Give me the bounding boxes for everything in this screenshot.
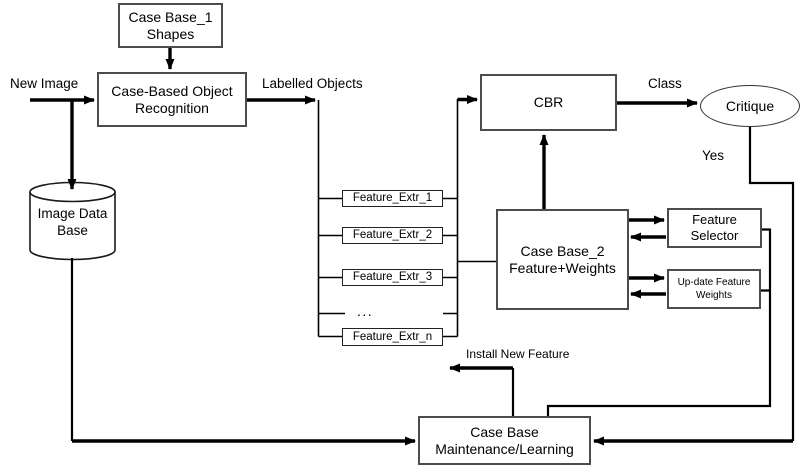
class-label: Class xyxy=(648,76,682,91)
case-base-1-line2: Shapes xyxy=(146,25,195,42)
yes-label: Yes xyxy=(702,148,725,163)
image-db-line2: Base xyxy=(57,223,88,238)
critique-label: Critique xyxy=(725,97,775,114)
recognition-line1: Case-Based Object xyxy=(111,82,233,99)
cbr-label: CBR xyxy=(533,94,564,110)
thin-connectors xyxy=(317,99,496,338)
update-weights-line1: Up-date Feature xyxy=(677,277,751,288)
case-base-1-node: Case Base_1 Shapes xyxy=(118,3,223,48)
recognition-line2: Recognition xyxy=(135,99,209,116)
case-base-2-line2: Feature+Weights xyxy=(509,259,616,276)
case-base-2-line1: Case Base_2 xyxy=(520,242,605,259)
feature-extr-2-box: Feature_Extr_2 xyxy=(342,227,443,244)
maintenance-line1: Case Base xyxy=(470,423,539,440)
feature-selector-line2: Selector xyxy=(690,228,739,243)
feature-extr-2-label: Feature_Extr_2 xyxy=(352,229,433,241)
feature-extr-1-label: Feature_Extr_1 xyxy=(352,192,433,204)
feature-extr-3-label: Feature_Extr_3 xyxy=(352,271,433,283)
maintenance-line2: Maintenance/Learning xyxy=(435,440,574,457)
image-database-cylinder: Image Data Base xyxy=(30,196,115,248)
image-db-line1: Image Data xyxy=(37,206,108,221)
object-recognition-node: Case-Based Object Recognition xyxy=(97,72,247,127)
update-weights-node: Up-date Feature Weights xyxy=(667,269,761,309)
feature-selector-line1: Feature xyxy=(692,212,737,227)
labelled-objects-label: Labelled Objects xyxy=(262,76,363,91)
case-base-2-node: Case Base_2 Feature+Weights xyxy=(496,209,629,310)
case-base-1-line1: Case Base_1 xyxy=(128,8,213,25)
critique-node: Critique xyxy=(700,85,800,127)
feature-extr-n-label: Feature_Extr_n xyxy=(352,330,433,343)
update-weights-line2: Weights xyxy=(696,290,732,301)
medium-connectors xyxy=(70,126,795,441)
maintenance-node: Case Base Maintenance/Learning xyxy=(418,416,591,465)
feature-selector-node: Feature Selector xyxy=(667,208,762,248)
feature-extr-1-box: Feature_Extr_1 xyxy=(342,190,443,207)
feature-extr-ellipsis: ... xyxy=(357,303,374,319)
feature-extr-n-box: Feature_Extr_n xyxy=(342,328,443,346)
new-image-label: New Image xyxy=(10,76,79,91)
cbr-node: CBR xyxy=(480,74,617,131)
bold-arrows xyxy=(30,48,793,446)
feature-extr-3-box: Feature_Extr_3 xyxy=(342,269,443,286)
install-new-feature-label: Install New Feature xyxy=(466,347,570,361)
